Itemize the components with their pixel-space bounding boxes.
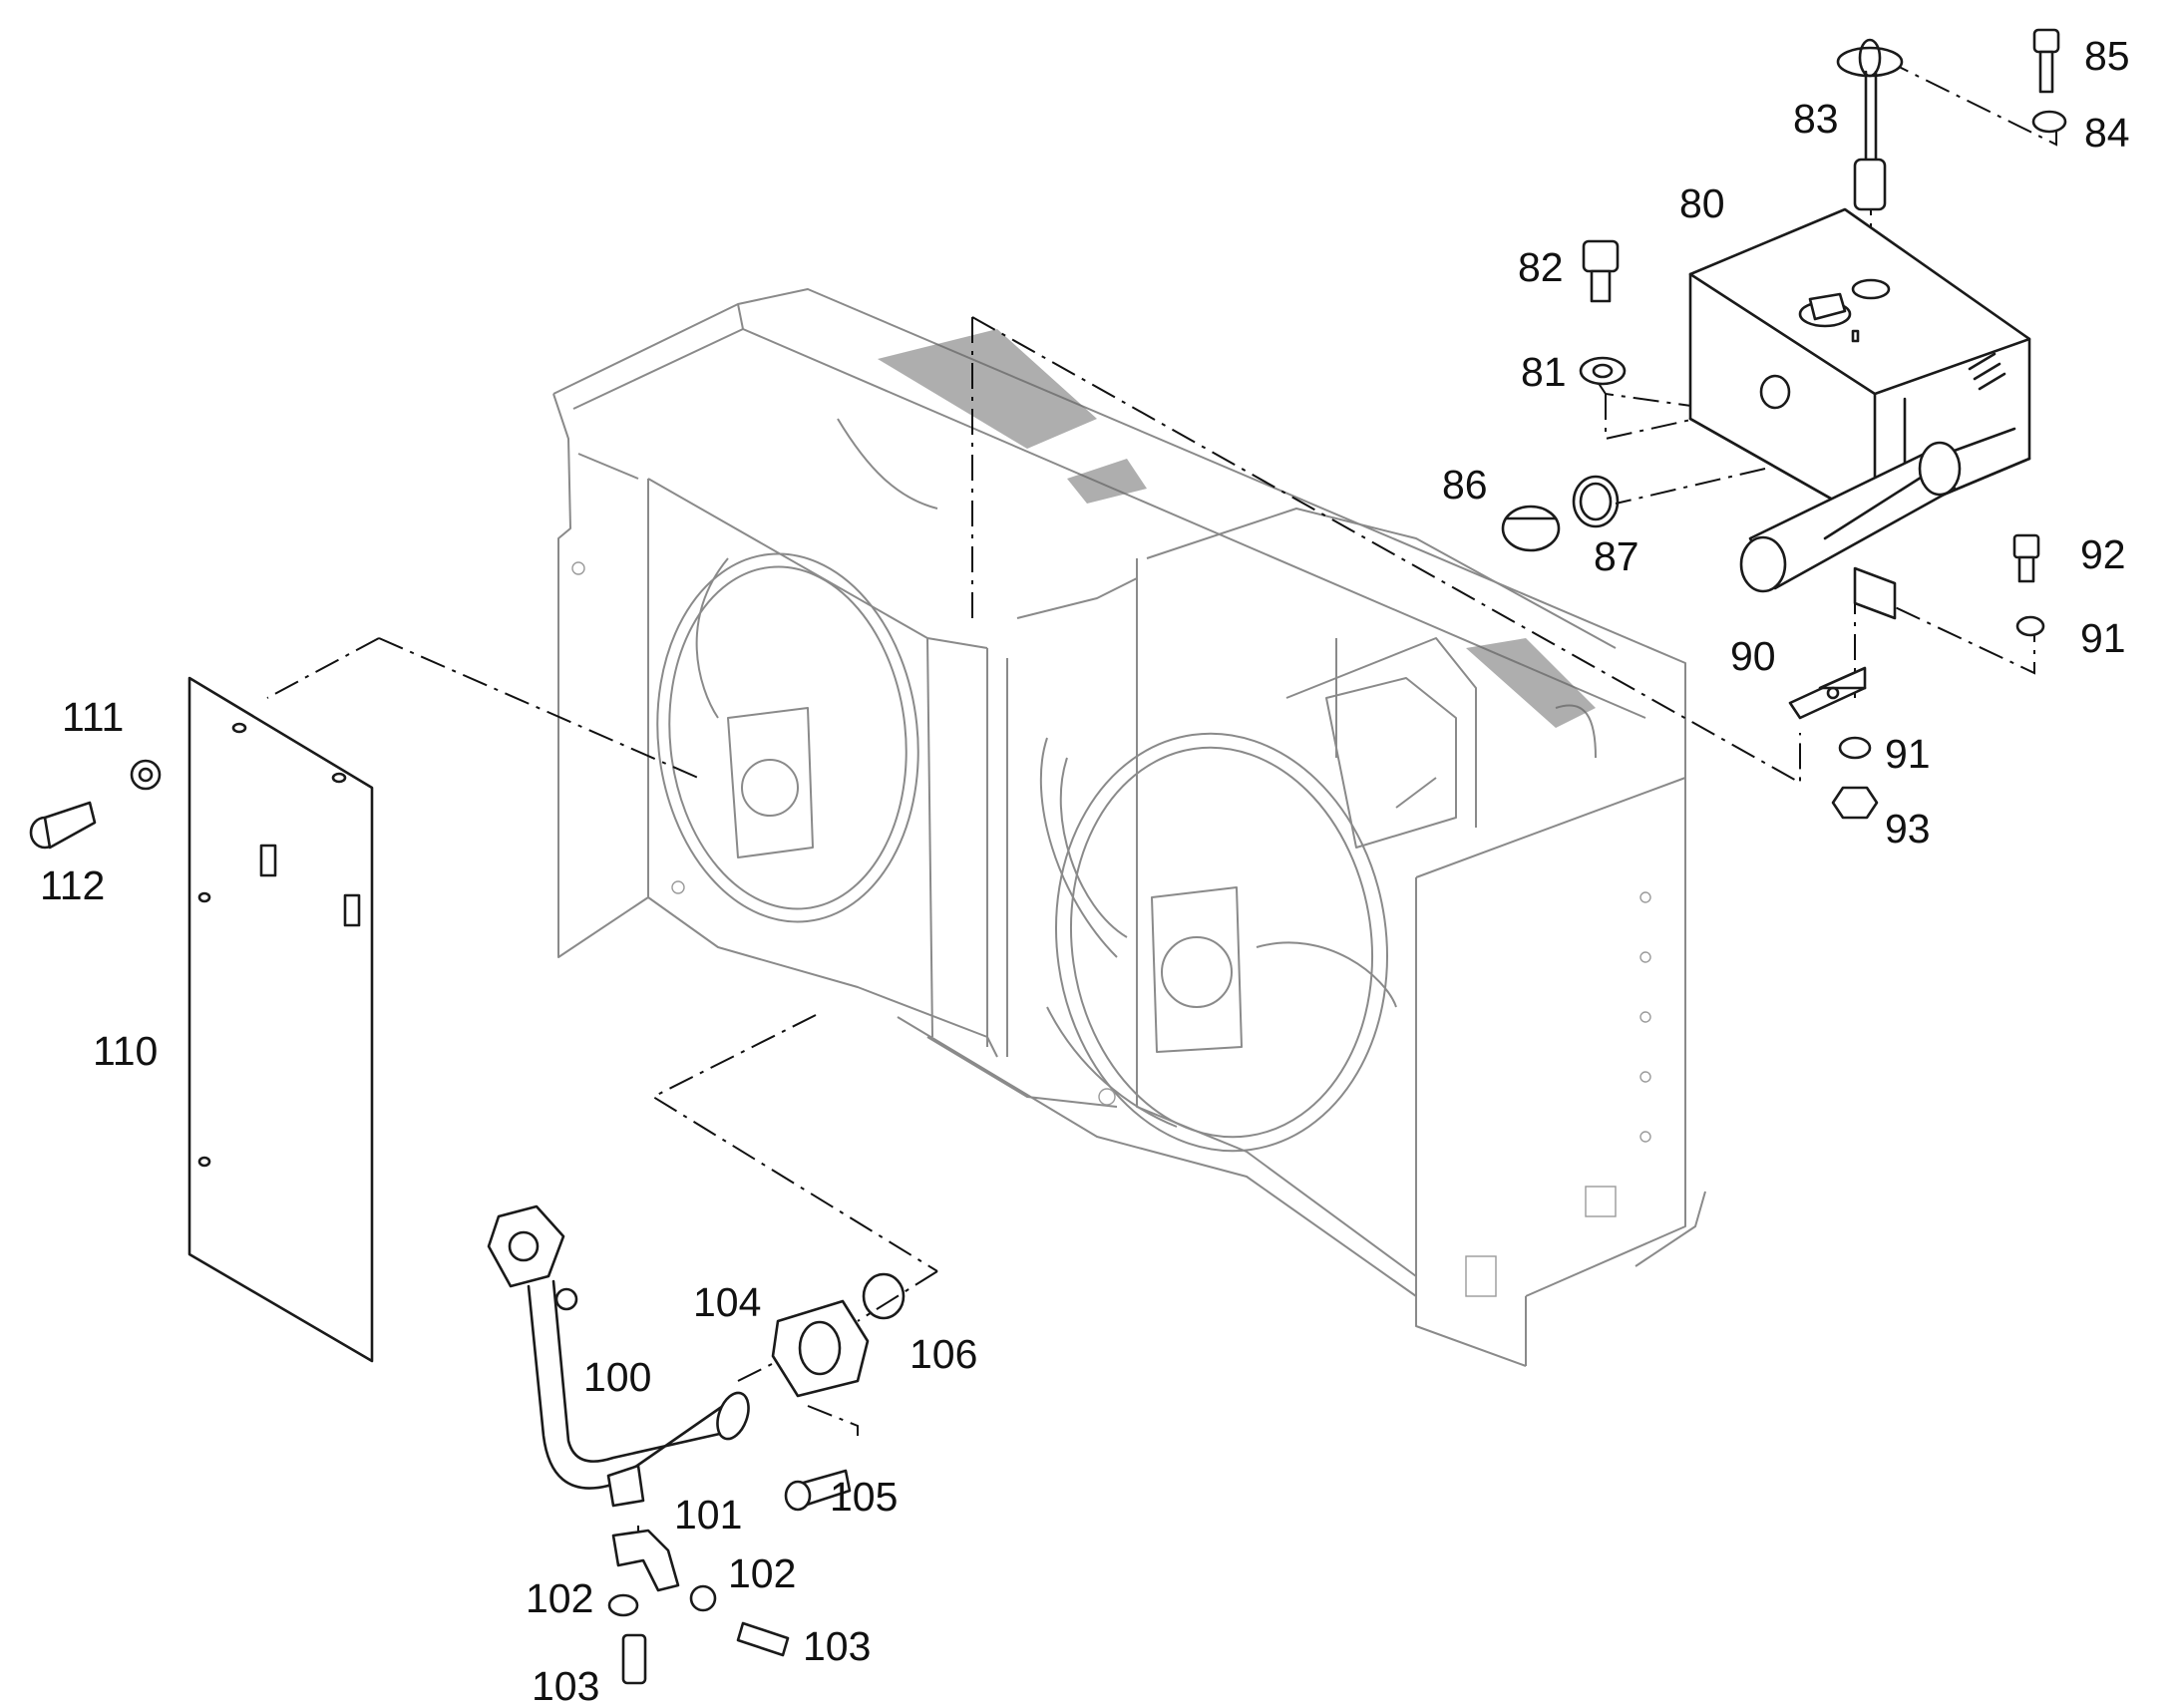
callout-111: 111 — [62, 694, 124, 740]
callout-91-lower: 91 — [1885, 731, 1931, 777]
tank-hardware — [1501, 28, 2067, 820]
callout-83: 83 — [1793, 96, 1839, 142]
callout-100: 100 — [583, 1354, 651, 1400]
cooler-frame-assembly — [552, 288, 1706, 1367]
callout-82: 82 — [1518, 244, 1564, 290]
callout-102-left: 102 — [526, 1575, 593, 1621]
callout-93: 93 — [1885, 806, 1931, 852]
callout-101: 101 — [674, 1492, 742, 1537]
callout-103-right: 103 — [803, 1623, 871, 1669]
callout-112: 112 — [40, 862, 105, 908]
callout-91-upper: 91 — [2080, 615, 2126, 661]
callout-80: 80 — [1679, 180, 1725, 226]
callout-105: 105 — [830, 1474, 898, 1520]
tank-tube-and-bracket — [1739, 441, 1962, 720]
coolant-pipe — [487, 1204, 750, 1508]
callout-81: 81 — [1521, 349, 1567, 395]
expansion-tank — [1688, 207, 2031, 525]
panel-fasteners — [29, 759, 162, 850]
callout-84: 84 — [2084, 110, 2130, 156]
callout-90: 90 — [1730, 633, 1776, 679]
pipe-flange-hardware — [771, 1272, 906, 1512]
callout-104: 104 — [693, 1279, 761, 1325]
callout-102-right: 102 — [728, 1550, 796, 1596]
callout-103-lower: 103 — [532, 1663, 599, 1708]
callout-110: 110 — [93, 1028, 158, 1074]
callout-106: 106 — [909, 1331, 977, 1377]
callout-85: 85 — [2084, 33, 2130, 79]
pipe-clamp-hardware — [607, 1529, 790, 1685]
cover-panel — [187, 676, 374, 1363]
callout-92: 92 — [2080, 531, 2126, 577]
callout-86: 86 — [1442, 462, 1488, 508]
callout-labels: 80 81 82 83 84 85 86 87 90 91 91 92 93 1… — [40, 33, 2130, 1708]
callout-87: 87 — [1594, 533, 1639, 579]
